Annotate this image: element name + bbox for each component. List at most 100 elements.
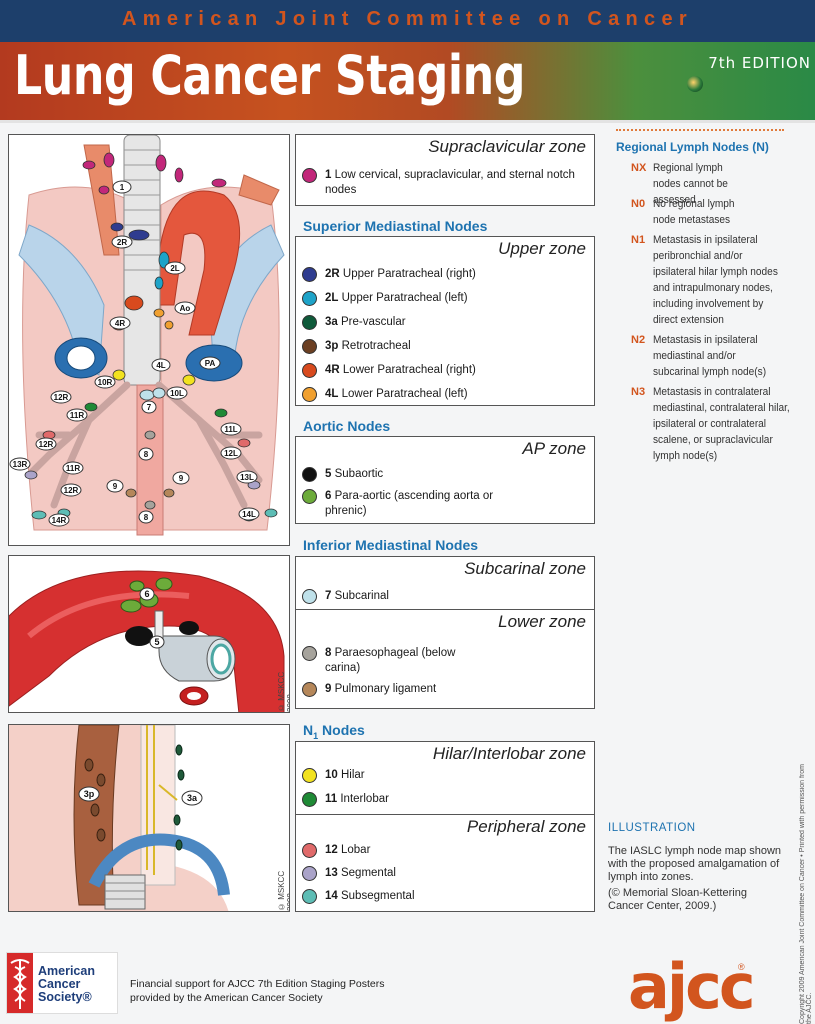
node-label-11l: 11L [220, 422, 242, 436]
node-entry-2r: 2R Upper Paratracheal (right) [302, 267, 476, 282]
regional-item-n1: N1 Metastasis in ipsilateral peribronchi… [631, 234, 778, 326]
node-entry-12: 12 Lobar [302, 843, 370, 858]
node-entry-14: 14 Subsegmental [302, 889, 415, 904]
node-label-3a: 3a [181, 790, 203, 806]
svg-text:10R: 10R [98, 378, 113, 387]
header-top-band [0, 0, 815, 42]
node-label-12r-c: 12R [60, 483, 82, 497]
node-color-dot [302, 291, 317, 306]
svg-text:1: 1 [120, 183, 125, 192]
svg-text:13L: 13L [240, 473, 254, 482]
aortic-arch-drawing: 6 5 [9, 570, 285, 712]
node-entry-4r: 4R Lower Paratracheal (right) [302, 363, 476, 378]
node-color-dot [302, 467, 317, 482]
regional-item-nx: NX Regional lymph nodes cannot be assess… [631, 162, 728, 206]
svg-text:14R: 14R [52, 516, 67, 525]
node-label-3p: 3p [78, 786, 100, 802]
node-color-dot [302, 489, 317, 504]
svg-text:Ao: Ao [180, 304, 191, 313]
node-entry-6: 6 Para-aortic (ascending aorta or phreni… [302, 489, 502, 519]
node-entry-4l: 4L Lower Paratracheal (left) [302, 387, 468, 402]
node-entry-5: 5 Subaortic [302, 467, 383, 482]
node-color-dot [302, 768, 317, 783]
node-color-dot [302, 363, 317, 378]
upper-zone-box: Upper zone 2R Upper Paratracheal (right)… [295, 236, 595, 406]
node-entry-8: 8 Paraesophageal (below carina) [302, 646, 482, 676]
side-view-drawing: 3p 3a [9, 725, 230, 911]
node-color-dot [302, 168, 317, 183]
organization-name: American Joint Committee on Cancer [122, 8, 693, 30]
zone-title: Hilar/Interlobar zone [432, 744, 586, 763]
node-entry-2l: 2L Upper Paratracheal (left) [302, 291, 468, 306]
node-label-4l: 4L [151, 358, 171, 372]
american-cancer-society-logo: American Cancer Society® [6, 952, 118, 1014]
regional-item-n3: N3 Metastasis in contralateral mediastin… [631, 386, 790, 462]
regional-item-n2: N2 Metastasis in ipsilateral mediastinal… [631, 334, 767, 378]
zone-title: Lower zone [498, 612, 586, 631]
node-label-ao: Ao [174, 301, 196, 315]
svg-text:12R: 12R [54, 393, 69, 402]
node-label-13l: 13L [236, 470, 258, 484]
node-label-7: 7 [141, 400, 157, 414]
lower-zone-box: Lower zone 8 Paraesophageal (below carin… [295, 609, 595, 709]
superior-mediastinal-heading: Superior Mediastinal Nodes [303, 218, 488, 234]
svg-text:4R: 4R [115, 319, 125, 328]
illustration-copyright: © MSKCC 2008 [277, 870, 290, 911]
zone-title: Upper zone [498, 239, 586, 258]
registered-mark: ® [738, 962, 745, 972]
node-label-10l: 10L [166, 386, 188, 400]
lung-map-illustration: 1 2R 2L 4R Ao 4L PA 10R 7 10L 12R 11R 11… [8, 134, 290, 546]
acs-caduceus-icon [7, 953, 33, 1013]
node-label-11r-a: 11R [66, 408, 88, 422]
hilar-interlobar-zone-box: Hilar/Interlobar zone 10 Hilar 11 Interl… [295, 741, 595, 815]
node-label-14r: 14R [48, 513, 70, 527]
aortic-arch-illustration: 6 5 © MSKCC 2008 [8, 555, 290, 713]
node-label-2l: 2L [164, 261, 186, 275]
svg-text:9: 9 [113, 482, 118, 491]
svg-text:8: 8 [144, 450, 149, 459]
zone-title: Subcarinal zone [464, 559, 586, 578]
svg-text:8: 8 [144, 513, 149, 522]
node-label-13r: 13R [9, 457, 31, 471]
zone-title: Peripheral zone [466, 817, 586, 836]
svg-text:11L: 11L [224, 425, 237, 434]
node-color-dot [302, 866, 317, 881]
svg-text:11R: 11R [70, 411, 84, 420]
node-color-dot [302, 267, 317, 282]
node-label-8-a: 8 [138, 447, 154, 461]
svg-text:10L: 10L [170, 389, 184, 398]
svg-text:2L: 2L [170, 264, 179, 273]
svg-text:14L: 14L [242, 510, 256, 519]
edition-globe-icon [687, 76, 703, 92]
svg-text:12R: 12R [39, 440, 54, 449]
node-entry-10: 10 Hilar [302, 768, 365, 783]
svg-text:9: 9 [179, 474, 184, 483]
node-entry-3a: 3a Pre-vascular [302, 315, 406, 330]
node-label-10r: 10R [94, 375, 116, 389]
illustration-credit: (© Memorial Sloan-Kettering Cancer Cente… [608, 887, 747, 912]
node-entry-1: 1 Low cervical, supraclavicular, and ste… [302, 168, 582, 198]
illustration-heading: ILLUSTRATION [608, 822, 696, 834]
node-color-dot [302, 843, 317, 858]
svg-text:13R: 13R [13, 460, 28, 469]
node-entry-11: 11 Interlobar [302, 792, 389, 807]
dotted-divider [616, 129, 784, 131]
zone-title: Supraclavicular zone [428, 137, 586, 156]
node-label-pa: PA [199, 356, 221, 370]
illustration-copyright: © MSKCC 2008 [277, 671, 290, 712]
regional-item-n0: N0 No regional lymph node metastases [631, 198, 735, 226]
svg-text:5: 5 [154, 637, 159, 647]
node-label-12r-a: 12R [50, 390, 72, 404]
side-copyright: Copyright 2009 American Joint Committee … [799, 763, 813, 1024]
svg-text:3a: 3a [187, 793, 198, 803]
illustration-description: The IASLC lymph node map shown with the … [608, 845, 782, 883]
node-color-dot [302, 387, 317, 402]
svg-text:12R: 12R [64, 486, 79, 495]
edition-label: 7th EDITION [708, 54, 811, 72]
side-view-illustration: 3p 3a © MSKCC 2008 [8, 724, 290, 912]
node-color-dot [302, 682, 317, 697]
node-label-2r: 2R [111, 235, 133, 249]
node-label-5: 5 [149, 635, 165, 649]
svg-text:2R: 2R [117, 238, 127, 247]
node-entry-13: 13 Segmental [302, 866, 396, 881]
